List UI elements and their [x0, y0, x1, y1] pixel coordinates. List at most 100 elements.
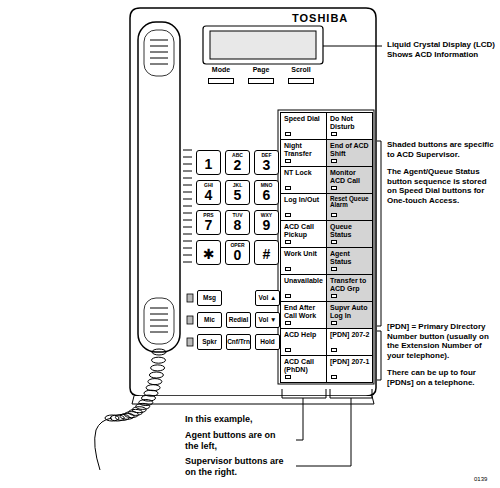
cord-coil — [146, 385, 160, 391]
button-label: Reset Queue Alarm — [327, 194, 372, 209]
mouthpiece-slot — [150, 326, 168, 327]
callout-text: Liquid Crystal Display (LCD) Shows ACD I… — [387, 40, 496, 59]
speaker-slot — [183, 213, 192, 214]
indicator-lamp — [285, 159, 291, 163]
button-label: ACD Call (PhDN) — [281, 356, 326, 373]
led — [187, 316, 193, 324]
button-face — [208, 78, 234, 84]
dial-key: ABC2 — [225, 150, 250, 175]
key-digit: 8 — [226, 218, 249, 232]
key-digit: 5 — [226, 188, 249, 202]
key-digit: 7 — [197, 218, 220, 232]
key-digit: 0 — [226, 248, 249, 262]
dial-key: WXY9 — [254, 210, 279, 235]
indicator-lamp — [331, 213, 337, 217]
feature-button: End of ACD Shift — [326, 139, 373, 167]
mouthpiece-slot — [150, 332, 168, 333]
button-label: Work Unit — [281, 248, 326, 258]
button-label: Transfer to ACD Grp — [327, 275, 372, 292]
button-panel — [278, 110, 374, 384]
feature-button: Queue Status — [326, 220, 373, 248]
button-label: ACD Call Pickup — [281, 221, 326, 238]
feature-button: Reset Queue Alarm — [326, 193, 373, 221]
indicator-lamp — [285, 213, 291, 217]
callout-text: There can be up to four [PDNs] on a tele… — [387, 368, 496, 387]
callout-text: Shaded buttons are specific to ACD Super… — [387, 140, 496, 159]
button-label: Hold — [256, 335, 279, 349]
callout-text: The Agent/Queue Status button sequence i… — [387, 167, 496, 205]
key-letters: OPER — [226, 241, 249, 248]
button-label: Vol ▼ — [256, 313, 279, 327]
feature-button: NT Lock — [280, 166, 327, 194]
note-text: Agent buttons are on the left, — [185, 430, 290, 452]
indicator-lamp — [331, 132, 337, 136]
dial-key: PRS7 — [196, 210, 221, 235]
button-label: Do Not Disturb — [327, 113, 372, 130]
indicator-lamp — [331, 159, 337, 163]
speaker-slot — [183, 255, 192, 256]
speaker-slot — [183, 248, 192, 249]
button-label: Speed Dial — [281, 113, 326, 123]
button-label: Monitor ACD Call — [327, 167, 372, 184]
earpiece — [144, 30, 174, 76]
mouthpiece-slot — [150, 308, 168, 309]
function-key: Msg — [197, 290, 222, 306]
cord-coil — [148, 379, 162, 385]
phone-body — [130, 8, 376, 396]
cord-coil — [152, 357, 166, 363]
speaker-slot — [183, 199, 192, 200]
speaker-slot — [183, 234, 192, 235]
key-digit: ✱ — [197, 247, 220, 261]
feature-button: Do Not Disturb — [326, 112, 373, 140]
function-key: Hold — [255, 334, 280, 350]
indicator-lamp — [331, 321, 337, 325]
indicator-lamp — [331, 348, 337, 352]
earpiece-slot — [150, 46, 168, 47]
button-label: End of ACD Shift — [327, 140, 372, 157]
speaker-slot — [183, 164, 192, 165]
indicator-lamp — [285, 348, 291, 352]
led — [187, 294, 193, 302]
indicator-lamp — [285, 267, 291, 271]
speaker-slot — [183, 241, 192, 242]
function-key: Vol ▼ — [255, 312, 280, 328]
mouthpiece — [144, 298, 174, 344]
indicator-lamp — [285, 321, 291, 325]
button-label: Vol ▲ — [256, 291, 279, 305]
leader-line — [323, 46, 382, 47]
function-key: Spkr — [197, 334, 222, 350]
cord-coil — [149, 372, 163, 378]
feature-button: Agent Status — [326, 247, 373, 275]
feature-button: Night Transfer — [280, 139, 327, 167]
grille-slots — [150, 40, 192, 332]
leader-line — [296, 398, 351, 466]
button-label: Unavailable — [281, 275, 326, 285]
function-key: Redial — [226, 312, 251, 328]
dial-key: TUV8 — [225, 210, 250, 235]
button-label: Mode — [205, 66, 237, 73]
indicator-lamp — [285, 294, 291, 298]
button-face — [288, 78, 314, 84]
bracket — [377, 331, 381, 380]
note-text: Supervisor buttons are on the right. — [185, 456, 290, 478]
button-label: Redial — [227, 313, 250, 327]
function-key: Cnf/Trn — [226, 334, 251, 350]
button-label: ACD Help — [281, 329, 326, 339]
display-key: Mode — [205, 66, 237, 84]
button-label: End After Call Work — [281, 302, 326, 319]
feature-button: End After Call Work — [280, 301, 327, 329]
earpiece-slot — [150, 58, 168, 59]
speaker-slot — [183, 220, 192, 221]
key-digit: 4 — [197, 188, 220, 202]
key-letters: MNO — [255, 181, 278, 188]
earpiece-slot — [150, 52, 168, 53]
feature-button: Unavailable — [280, 274, 327, 302]
button-label: Night Transfer — [281, 140, 326, 157]
indicator-lamp — [331, 375, 337, 379]
callout-text: [PDN] = Primary Directory Number button … — [387, 322, 496, 360]
function-key: Mic — [197, 312, 222, 328]
feature-button: Monitor ACD Call — [326, 166, 373, 194]
key-letters: GHI — [197, 181, 220, 188]
